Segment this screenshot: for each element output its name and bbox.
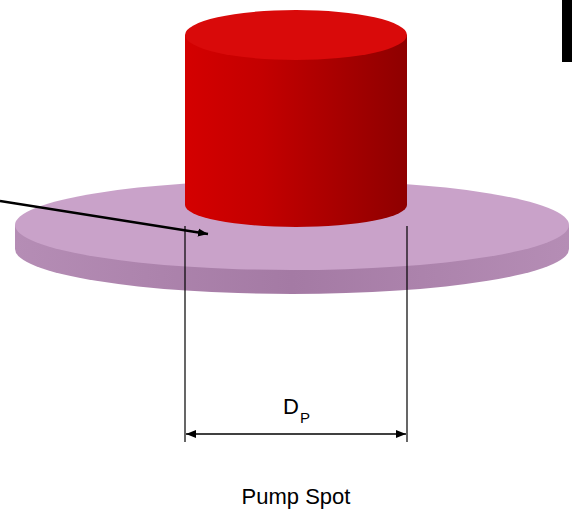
extension-line bbox=[406, 226, 407, 442]
dimension-subscript: P bbox=[300, 410, 310, 425]
caption-label: Pump Spot bbox=[242, 486, 351, 508]
pump-beam-top bbox=[185, 10, 407, 60]
extension-line bbox=[184, 226, 185, 442]
dimension-arrow bbox=[186, 433, 406, 435]
dimension-symbol: D bbox=[283, 396, 299, 418]
pump-beam-cylinder bbox=[185, 35, 407, 227]
pointer-arrow bbox=[0, 201, 208, 234]
corner-bar bbox=[562, 0, 572, 62]
